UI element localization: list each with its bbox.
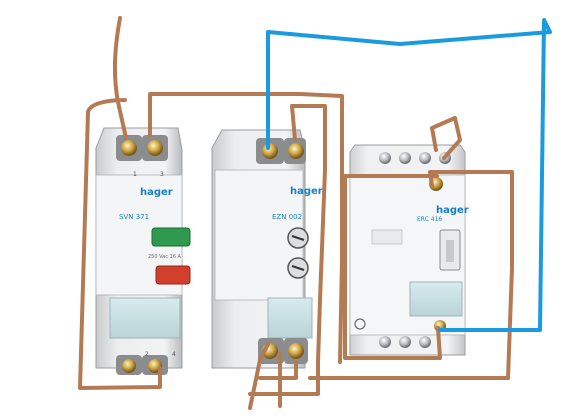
brand-logo: hager bbox=[436, 205, 469, 216]
wire-blue bbox=[266, 18, 552, 332]
terminal-screw-timer-18 bbox=[288, 343, 304, 359]
terminal-screw-1 bbox=[121, 140, 137, 156]
terminal-screw-timer-15 bbox=[288, 143, 304, 159]
terminal-screw-2 bbox=[122, 359, 136, 373]
terminal-label-3: 3 bbox=[160, 171, 164, 178]
red-button bbox=[155, 265, 191, 285]
terminal-label-2: 2 bbox=[145, 351, 149, 358]
terminal-label-4: 4 bbox=[172, 351, 176, 358]
rating-label: 250 Vac 16 A bbox=[148, 254, 182, 260]
contactor-device: hager ERC 416 bbox=[349, 144, 469, 356]
terminal-screw-3 bbox=[147, 140, 163, 156]
brand-logo: hager bbox=[140, 187, 173, 198]
pushbutton-device: 1 3 hager SVN 371 250 Vac 16 A 2 4 bbox=[95, 127, 191, 375]
timer-device: hager EZN 002 bbox=[211, 129, 323, 369]
model-label: EZN 002 bbox=[272, 213, 302, 221]
model-label: ERC 416 bbox=[417, 216, 442, 223]
terminal-label-1: 1 bbox=[133, 171, 137, 178]
ce-mark bbox=[354, 318, 366, 330]
wire-brown bbox=[78, 16, 514, 410]
model-label: SVN 371 bbox=[119, 213, 149, 221]
brand-logo: hager bbox=[290, 186, 323, 197]
green-button bbox=[151, 227, 191, 247]
